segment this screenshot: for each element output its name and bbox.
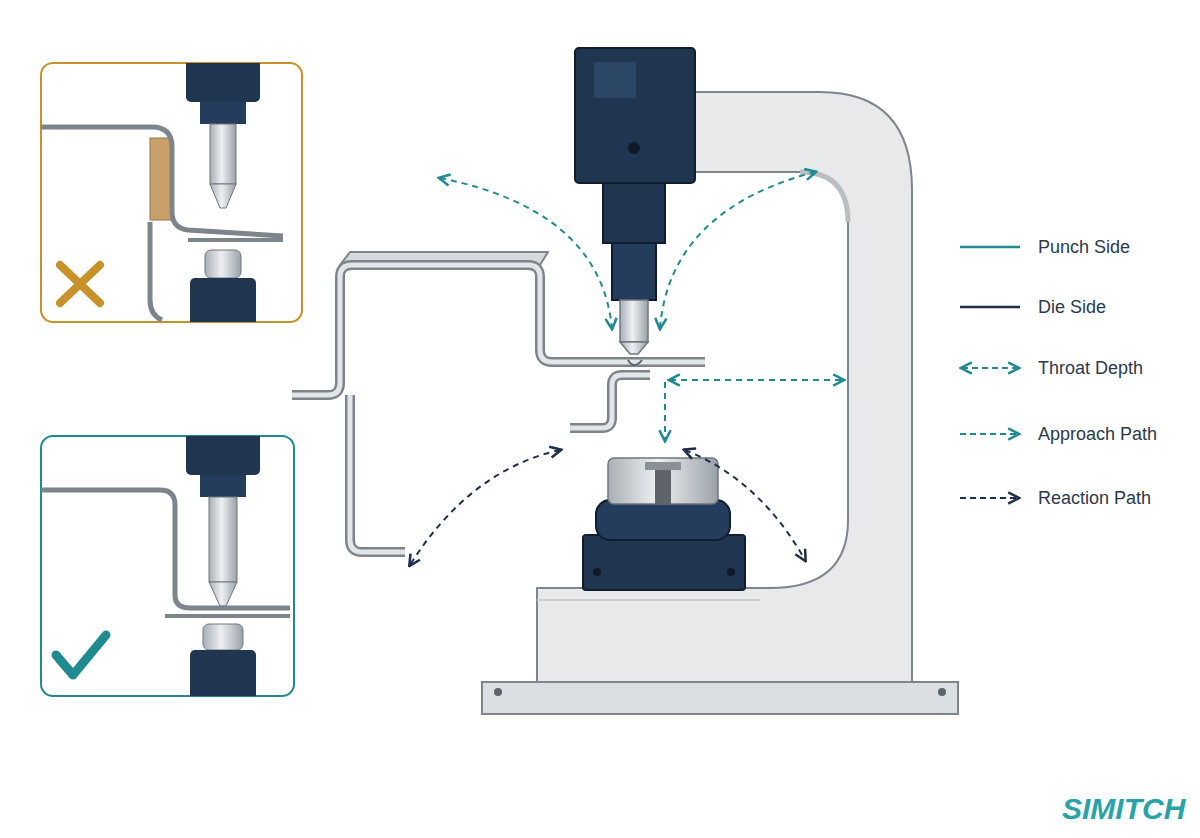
die-assembly [583, 458, 745, 590]
punch-assembly [575, 48, 695, 354]
correct-inset [40, 425, 294, 700]
legend-label: Approach Path [1038, 423, 1157, 445]
legend-label: Reaction Path [1038, 487, 1151, 509]
legend-samples [960, 247, 1020, 498]
c-frame [482, 92, 958, 714]
brand-logo: SIMITCH [1062, 792, 1185, 826]
incorrect-inset [40, 50, 302, 328]
path-arrows [410, 172, 843, 565]
legend-label: Throat Depth [1038, 357, 1143, 379]
legend-label: Punch Side [1038, 236, 1130, 258]
legend-label: Die Side [1038, 296, 1106, 318]
